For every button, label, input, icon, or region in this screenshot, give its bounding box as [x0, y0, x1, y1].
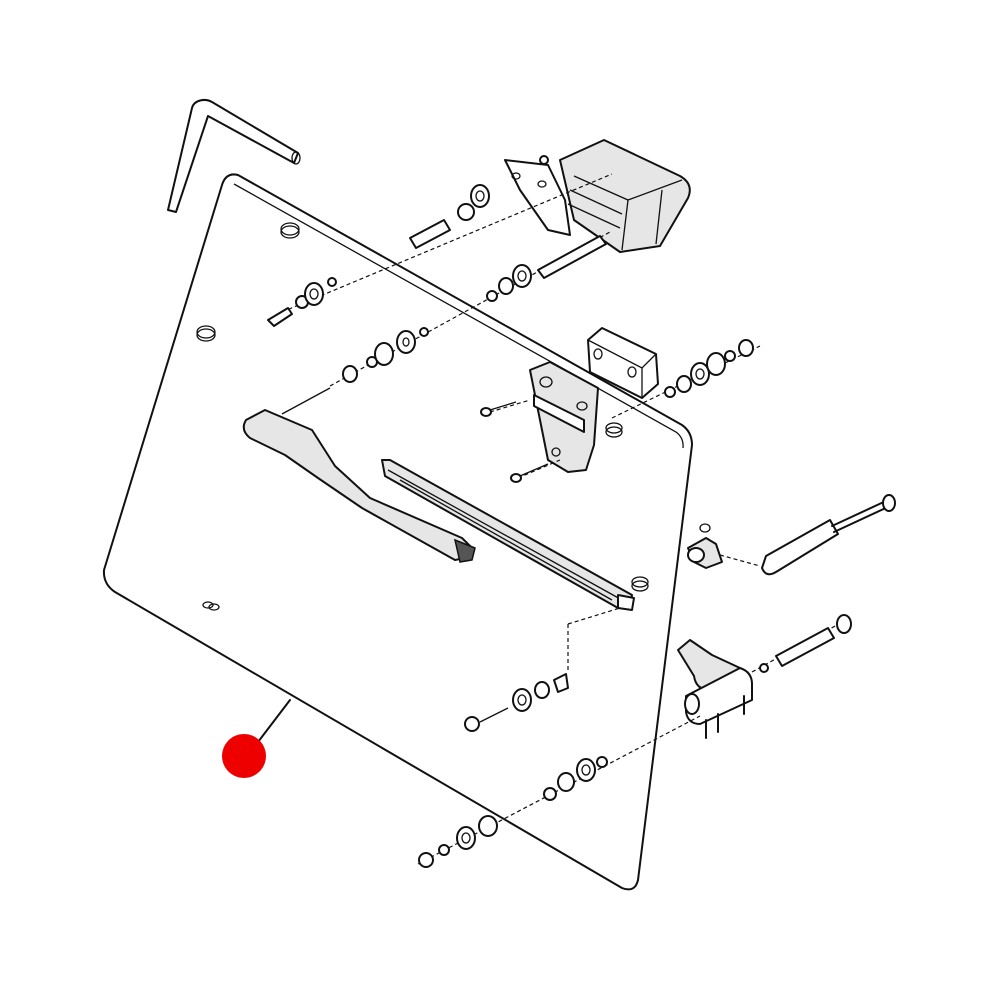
- callout: [222, 699, 291, 778]
- wiper-blade: [381, 459, 635, 611]
- fastener-stack: [267, 173, 852, 868]
- callout-marker: [222, 734, 266, 778]
- latch-handle: [677, 639, 753, 739]
- wiper-arm: [242, 409, 476, 563]
- hex-key: [167, 99, 301, 213]
- gas-strut: [687, 494, 896, 576]
- hinge-block: [587, 327, 659, 399]
- wiper-motor: [504, 139, 691, 253]
- glass-panel: [102, 173, 693, 891]
- hinge: [529, 361, 599, 473]
